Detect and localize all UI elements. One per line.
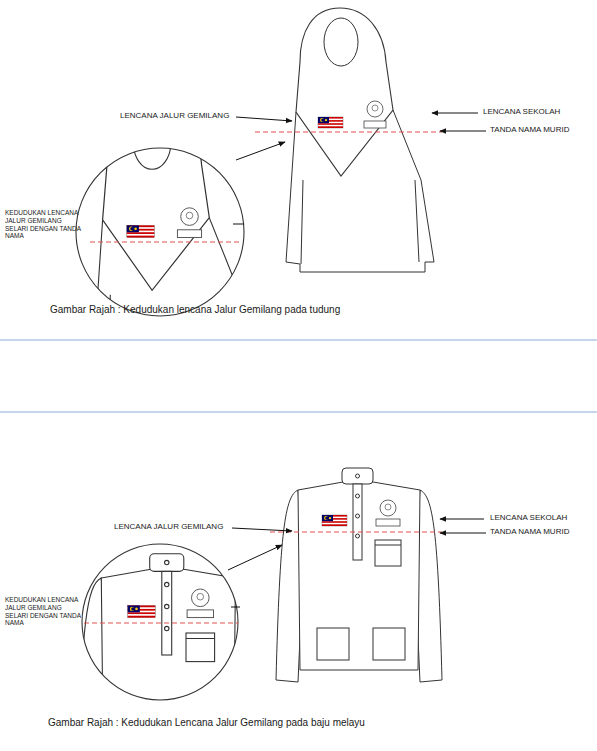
leader-arrow xyxy=(232,528,292,531)
leader-arrow xyxy=(432,113,478,114)
callout-label: LENCANA SEKOLAH xyxy=(490,513,567,523)
figure-caption: Gambar Rajah : Kedudukan Lencana Jalur G… xyxy=(48,717,365,729)
note-label: KEDUDUKAN LENCANA JALUR GEMILANG SELARI … xyxy=(5,209,81,240)
callout-label: TANDA NAMA MURID xyxy=(490,125,569,135)
zoom-arrow xyxy=(236,142,285,160)
leader-arrow xyxy=(236,117,292,121)
girl-figure xyxy=(286,8,434,272)
shirt-figure xyxy=(276,468,442,682)
leader-arrow xyxy=(440,519,484,520)
alignment-line xyxy=(84,622,238,623)
leader-arrow xyxy=(440,131,486,132)
alignment-line xyxy=(270,531,442,532)
separator-line xyxy=(0,340,597,341)
callout-label: TANDA NAMA MURID xyxy=(490,527,569,537)
callout-label: LENCANA JALUR GEMILANG xyxy=(120,111,229,121)
leader-arrow xyxy=(440,533,486,534)
callout-label: LENCANA JALUR GEMILANG xyxy=(114,522,223,532)
leader-line xyxy=(231,607,240,608)
figure-caption: Gambar Rajah : Kedudukan lencana Jalur G… xyxy=(50,304,340,316)
leader-line xyxy=(233,224,244,225)
zoom-arrow xyxy=(228,545,282,570)
alignment-line xyxy=(255,131,442,132)
callout-label: LENCANA SEKOLAH xyxy=(483,107,560,117)
alignment-line xyxy=(90,241,242,242)
inset-circle xyxy=(82,544,238,700)
separator-line xyxy=(0,412,597,413)
note-label: KEDUDUKAN LENCANA JALUR GEMILANG SELARI … xyxy=(5,596,81,627)
inset-circle xyxy=(76,148,244,316)
